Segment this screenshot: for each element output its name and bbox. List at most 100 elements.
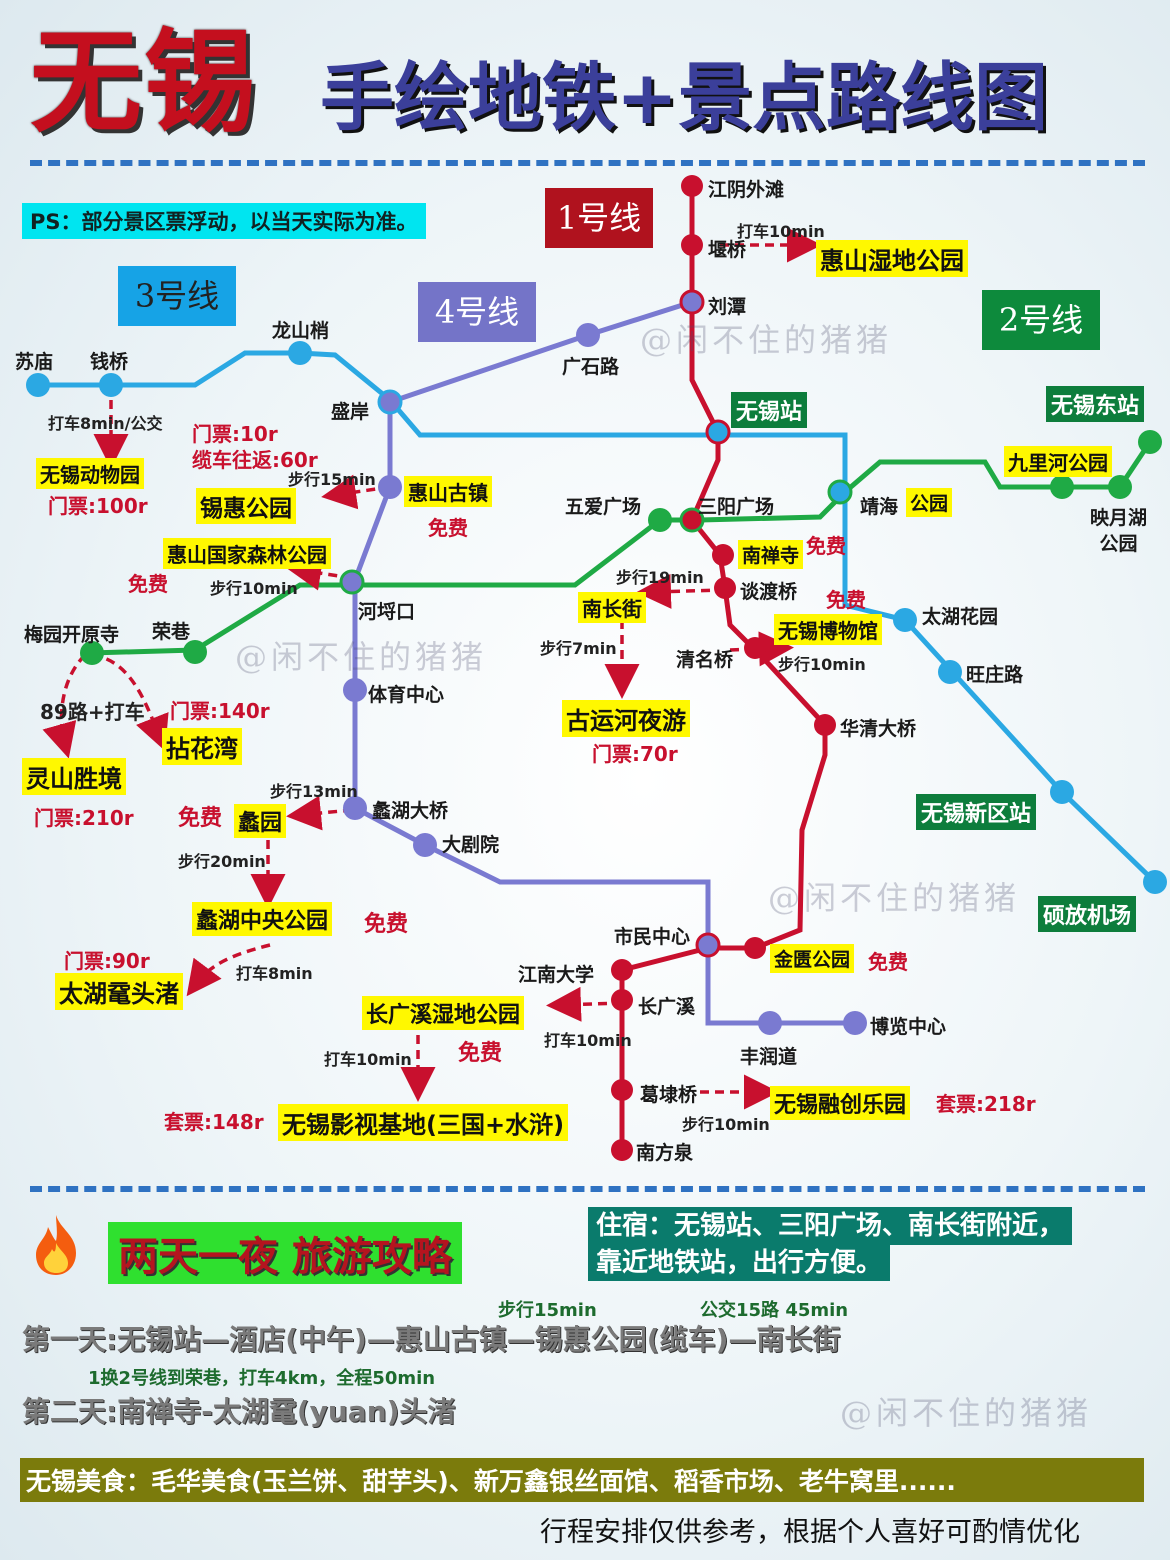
station-meiyuan: 梅园开原寺: [24, 624, 120, 646]
station-nanfangquan: 南方泉: [636, 1142, 694, 1164]
attraction-dongwuyuan: 无锡动物园: [36, 458, 144, 489]
line4-tag: 4号线: [418, 282, 536, 342]
attraction-rongchuang: 无锡融创乐园: [770, 1086, 911, 1120]
station-suzhou: 苏庙: [15, 351, 54, 373]
station-jiangnandaxue: 江南大学: [518, 964, 595, 986]
station-yingyuehu: 映月湖 公园: [1090, 507, 1148, 555]
day2-plan: 第二天:南禅寺-太湖鼋(yuan)头渚: [22, 1395, 456, 1428]
metro-map: [26, 175, 1167, 1161]
page-title: 无锡: [30, 17, 258, 148]
line3-path: [38, 350, 1157, 884]
station-wangzhuanglu: 旺庄路: [966, 664, 1024, 686]
route-walk19: 步行19min: [616, 568, 704, 587]
station-jinghai: 靖海: [860, 496, 899, 518]
attraction-niehuawan: 拈花湾: [162, 728, 242, 765]
day1-plan: 第一天:无锡站—酒店(中午)—惠山古镇—锡惠公园(缆车)—南长街: [22, 1323, 841, 1356]
route-bus89: 89路+打车: [40, 700, 145, 724]
footer-note: 行程安排仅供参考，根据个人喜好可酌情优化: [540, 1517, 1080, 1548]
attraction-guyunhe: 古运河夜游: [562, 700, 690, 737]
attraction-bowuguan: 无锡博物馆: [774, 614, 882, 645]
divider-bottom: [30, 1186, 1145, 1192]
price-lingshan: 门票:210r: [34, 806, 134, 830]
day1-tip-walk: 步行15min: [498, 1300, 597, 1321]
price-xihui-ticket: 门票:10r: [192, 422, 278, 446]
route-taxi10-changguangxi: 打车10min: [544, 1031, 632, 1050]
price-zoo: 门票:100r: [48, 494, 148, 518]
station-tanduqiao: 谈渡桥: [740, 581, 798, 603]
station-gedaiqiao: 葛埭桥: [640, 1084, 698, 1106]
attraction-taihuyuantouzhu: 太湖鼋头渚: [55, 973, 183, 1010]
station-yanqiao: 堰桥: [708, 239, 747, 261]
station-changguangxi: 长广溪: [638, 996, 696, 1018]
route-zoo-taxi: 打车8min/公交: [48, 414, 163, 433]
price-guyunhe: 门票:70r: [592, 742, 678, 766]
station-tiyuzhongxin: 体育中心: [368, 684, 445, 706]
station-huishanguzhen: 惠山古镇: [404, 476, 492, 507]
station-hepukou: 河埒口: [358, 601, 416, 623]
route-walk7: 步行7min: [540, 639, 617, 658]
station-huaqingdaqiao: 华清大桥: [840, 718, 917, 740]
attraction-nanchangjie: 南长街: [578, 592, 646, 623]
attraction-yingshijidi: 无锡影视基地(三国+水浒): [278, 1104, 569, 1141]
price-huishan-free: 免费: [428, 516, 468, 540]
price-lihu-free: 免费: [364, 912, 409, 937]
watermark: @闲不住的猪猪: [640, 321, 893, 359]
price-liyuan-free: 免费: [178, 806, 223, 831]
route-walk10-rongchuang: 步行10min: [682, 1115, 770, 1134]
food-note: 无锡美食：毛华美食(玉兰饼、甜芋头)、新万鑫银丝面馆、稻香市场、老牛窝里....…: [20, 1458, 1144, 1502]
ps-note: PS：部分景区票浮动，以当天实际为准。: [22, 203, 426, 239]
price-rongchuang: 套票:218r: [936, 1092, 1036, 1116]
price-yingshi: 套票:148r: [164, 1110, 264, 1134]
line4-path: [352, 299, 855, 1026]
watermark: @闲不住的猪猪: [768, 879, 1021, 917]
watermark: @闲不住的猪猪: [235, 638, 488, 676]
route-yanqiao-taxi: 打车10min: [737, 222, 825, 241]
route-taxi8: 打车8min: [236, 964, 313, 983]
stations: [26, 175, 1167, 1161]
station-shuofangjichang: 硕放机场: [1038, 896, 1137, 932]
station-wuxizhan: 无锡站: [731, 392, 808, 428]
price-forest-free: 免费: [128, 572, 168, 596]
station-lihudaqiao: 蠡湖大桥: [372, 800, 449, 822]
line2-tag: 2号线: [982, 290, 1100, 350]
price-changguangxi-free: 免费: [458, 1041, 503, 1066]
stay-note-2: 靠近地铁站，出行方便。: [588, 1245, 891, 1281]
station-sanyangguangchang: 三阳广场: [698, 496, 775, 518]
attraction-lihuzhongyang: 蠡湖中央公园: [192, 902, 333, 936]
route-walk13: 步行13min: [270, 782, 358, 801]
station-rongxiang: 荣巷: [152, 621, 191, 643]
price-nanchansi-free: 免费: [806, 534, 846, 558]
stay-note: 住宿：无锡站、三阳广场、南长街附近，: [588, 1207, 1073, 1245]
station-shengan: 盛岸: [331, 401, 370, 423]
station-jinghai-park: 公园: [906, 488, 953, 517]
page-subtitle: 手绘地铁+景点路线图: [320, 55, 1049, 141]
route-walk20: 步行20min: [178, 852, 266, 871]
attraction-lingshan: 灵山胜境: [22, 758, 126, 795]
guide-title: 两天一夜 旅游攻略: [108, 1222, 462, 1284]
price-taihu: 门票:90r: [64, 949, 150, 973]
line3-tag: 3号线: [118, 266, 236, 326]
station-shiminzhongxin: 市民中心: [614, 926, 691, 948]
line1-tag: 1号线: [545, 188, 653, 248]
route-walk15: 步行15min: [288, 470, 376, 489]
station-guangshilu: 广石路: [562, 356, 620, 378]
attraction-huishanshidi: 惠山湿地公园: [816, 240, 968, 277]
station-xinquzhan: 无锡新区站: [916, 794, 1037, 830]
station-longshanshao: 龙山梢: [272, 320, 330, 342]
station-jiulihe: 九里河公园: [1004, 446, 1112, 477]
station-wuaiguangchang: 五爱广场: [565, 496, 642, 518]
station-taihuhuayuan: 太湖花园: [922, 606, 999, 628]
attraction-huishanguojia: 惠山国家森林公园: [163, 538, 331, 569]
fire-icon: [36, 1215, 76, 1275]
watermark: @闲不住的猪猪: [840, 1394, 1093, 1432]
station-liutan: 刘潭: [708, 296, 747, 318]
station-qianqiao: 钱桥: [90, 351, 129, 373]
route-walk10-museum: 步行10min: [778, 655, 866, 674]
station-wuxidongzhan: 无锡东站: [1046, 386, 1145, 422]
attraction-liyuan: 蠡园: [234, 804, 287, 838]
price-xihui-cable: 缆车往返:60r: [192, 448, 318, 472]
attraction-xihuigongyuan: 锡惠公园: [196, 488, 296, 524]
station-qingmingqiao: 清名桥: [676, 649, 734, 671]
day1-tip-bus: 公交15路 45min: [700, 1300, 849, 1321]
route-taxi10-yingshi: 打车10min: [324, 1050, 412, 1069]
